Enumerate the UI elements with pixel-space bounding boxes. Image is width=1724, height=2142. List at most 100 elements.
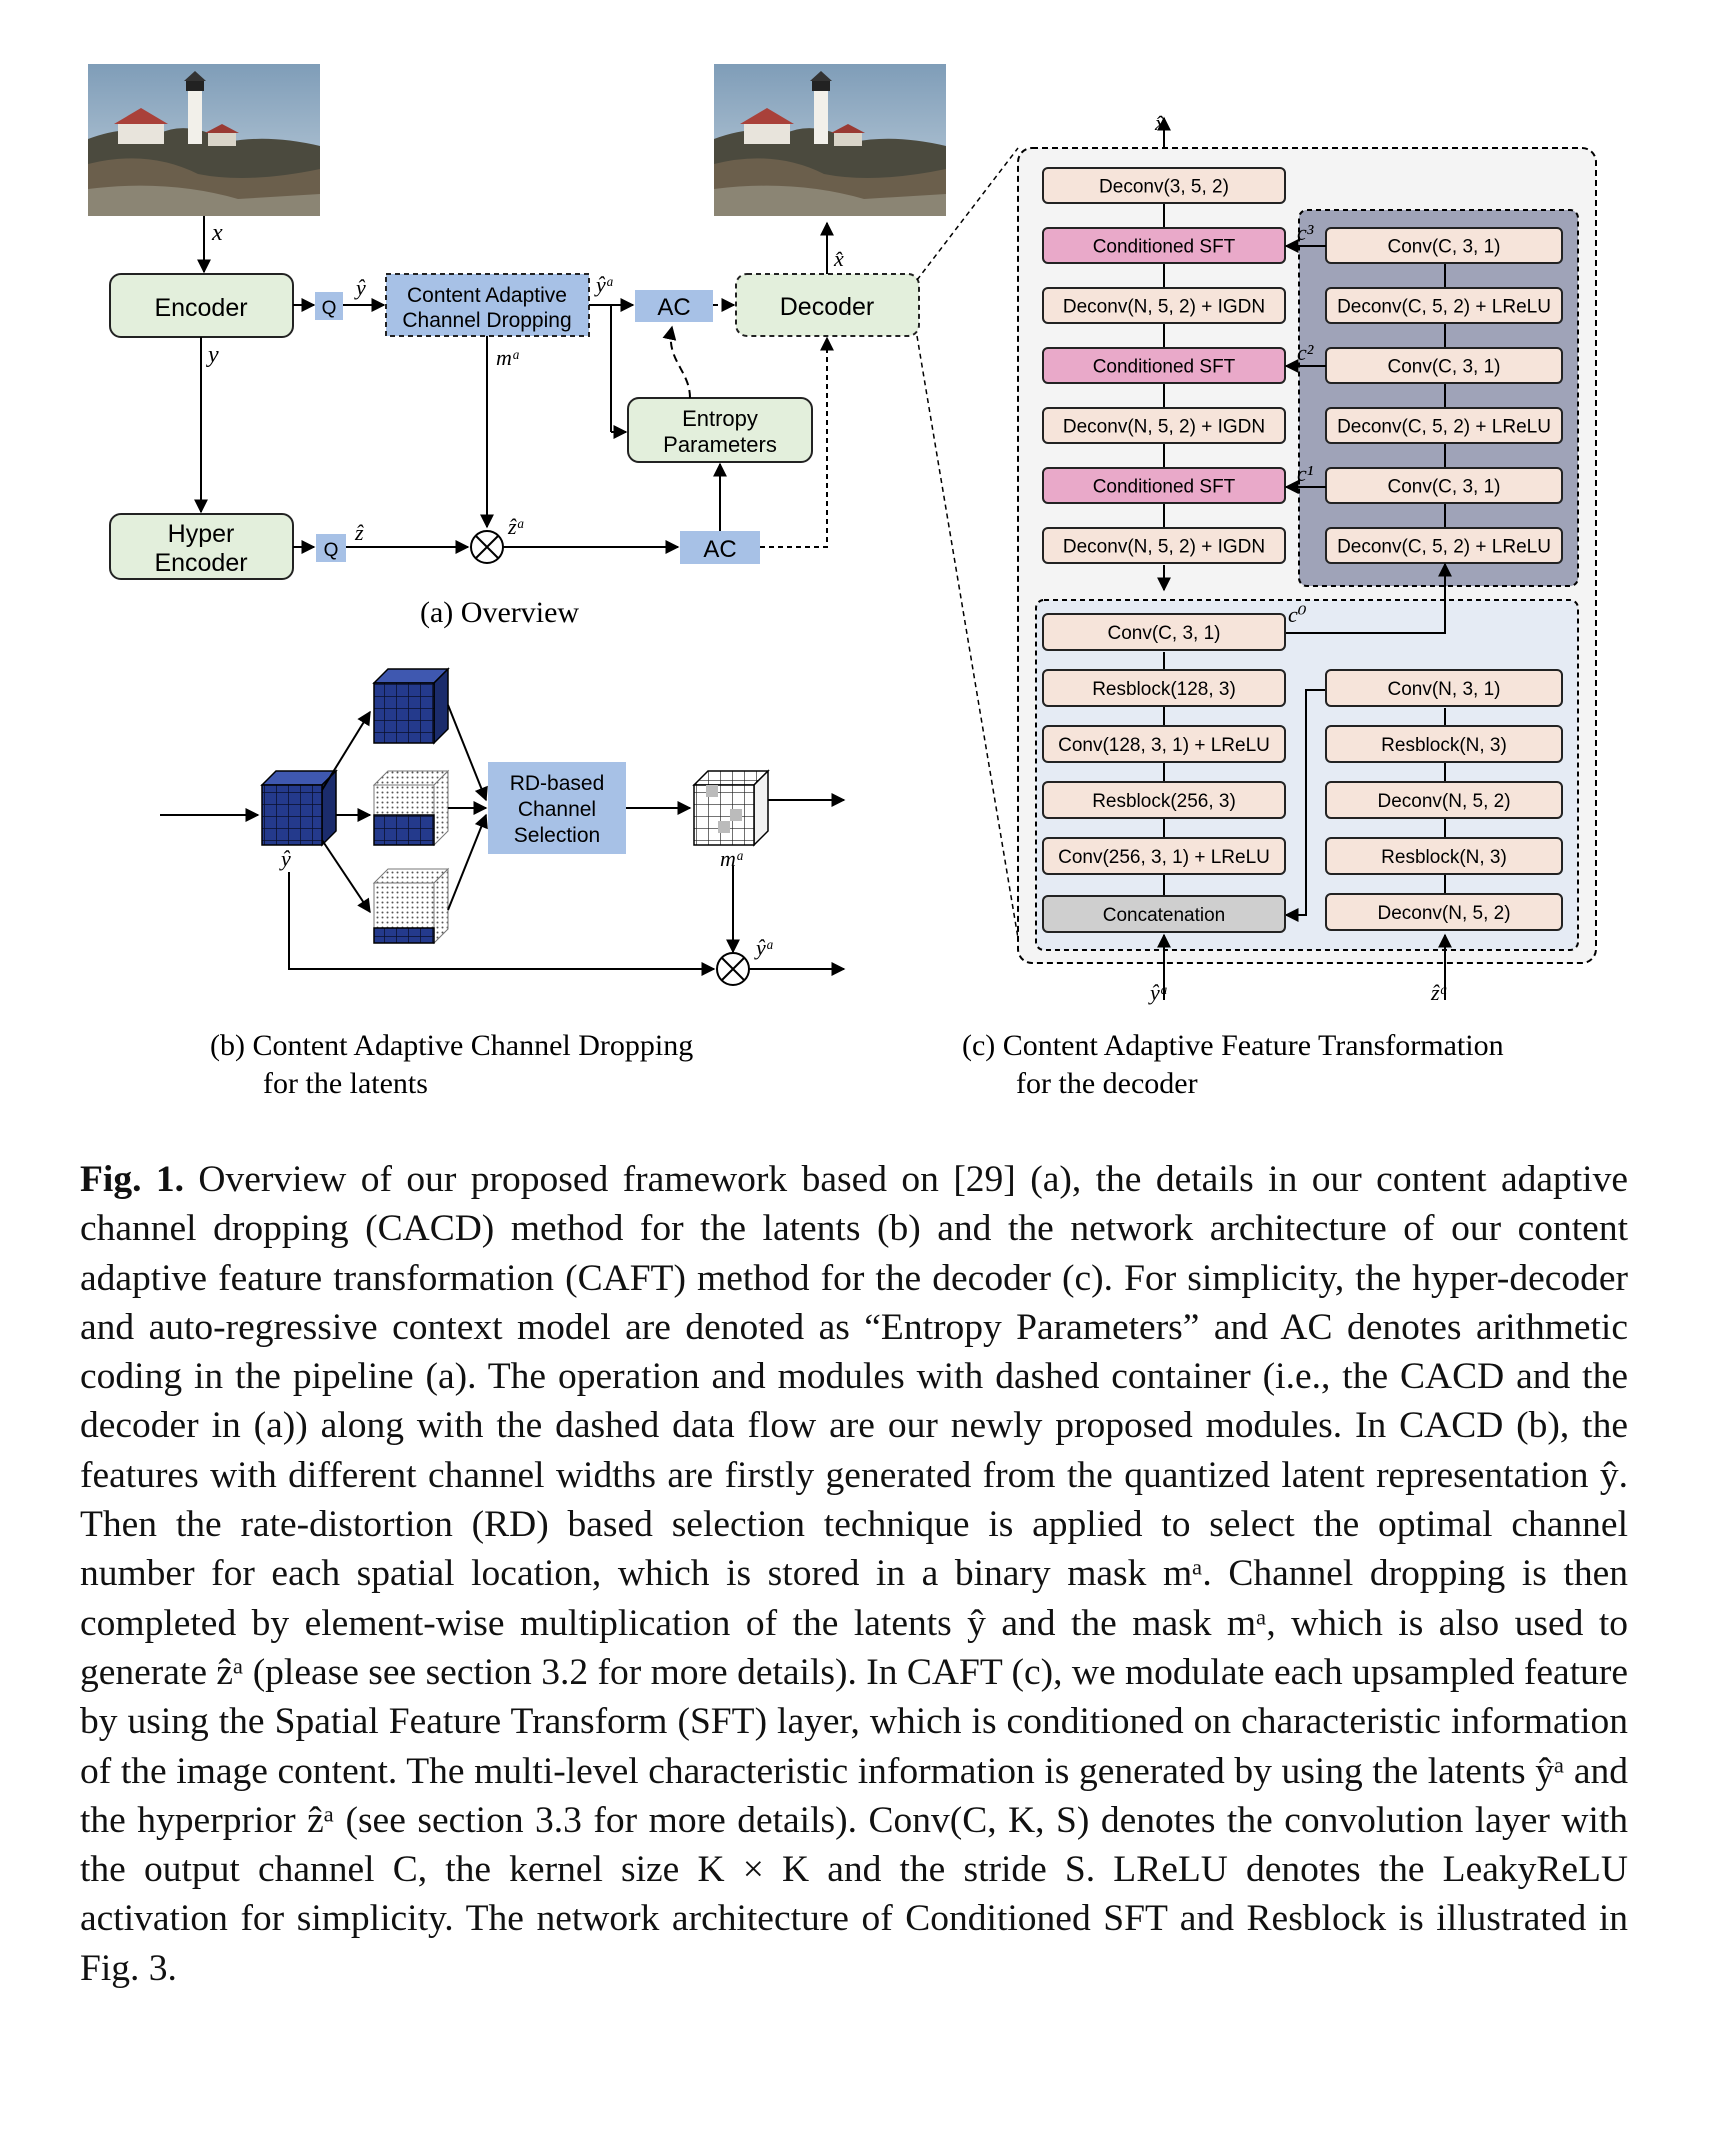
za-branch-layer-1-label: Resblock(N, 3) <box>1381 735 1507 756</box>
caption-label: Fig. 1. <box>80 1159 184 1200</box>
encoder-label: Encoder <box>154 294 247 322</box>
c1-label: c¹ <box>1297 461 1313 486</box>
za-branch-layer-4-label: Deconv(N, 5, 2) <box>1377 903 1510 924</box>
ac-top-block: AC <box>635 290 713 322</box>
sym-zhat-a: ẑ <box>354 520 364 545</box>
caption-text: Overview of our proposed framework based… <box>80 1159 1628 1989</box>
cacd-block: Content Adaptive Channel Dropping <box>385 273 590 337</box>
ac-top-label: AC <box>657 294 690 321</box>
za-branch-layer-3-label: Resblock(N, 3) <box>1381 847 1507 868</box>
latent-cube-half <box>372 769 450 847</box>
latent-cube-full <box>372 667 450 745</box>
ya-branch-layer-5: Concatenation <box>1042 895 1286 933</box>
input-za: ẑᵃ <box>1430 980 1448 1005</box>
rd-selection-block: RD-based Channel Selection <box>488 762 626 854</box>
ya-branch-layer-0-label: Conv(C, 3, 1) <box>1108 623 1221 644</box>
entropy-params-block: Entropy Parameters <box>627 397 813 463</box>
rd-line2: Channel <box>518 798 596 821</box>
sym-xhat-a: x̂ <box>833 246 844 271</box>
sym-ya-a: ŷᵃ <box>594 272 615 297</box>
decoder-layer-5: Conditioned SFT <box>1042 467 1286 504</box>
cacd-line2: Channel Dropping <box>402 309 571 332</box>
decoder-label: Decoder <box>780 293 875 321</box>
decoder-layer-6: Deconv(N, 5, 2) + IGDN <box>1042 527 1286 564</box>
c3-label: c³ <box>1297 220 1314 245</box>
decoder-layer-3-label: Conditioned SFT <box>1093 357 1236 378</box>
ya-branch-layer-1: Resblock(128, 3) <box>1042 669 1286 707</box>
ya-branch-layer-0: Conv(C, 3, 1) <box>1042 613 1286 651</box>
za-branch-layer-4: Deconv(N, 5, 2) <box>1325 893 1563 931</box>
cond-layer-4: Conv(C, 3, 1) <box>1325 467 1563 504</box>
subcaption-b-2: for the latents <box>263 1067 428 1100</box>
input-image <box>88 64 320 216</box>
za-branch-layer-2-label: Deconv(N, 5, 2) <box>1377 791 1510 812</box>
multiply-op-b <box>716 952 750 986</box>
sym-yhat-b: ŷ <box>279 846 291 871</box>
subcaption-b-1: (b) Content Adaptive Channel Dropping <box>210 1029 693 1062</box>
input-ya: ŷᵃ <box>1148 980 1169 1005</box>
sym-ya-b: ŷᵃ <box>754 935 775 960</box>
decoder-block: Decoder <box>735 273 920 337</box>
sym-x: x <box>211 220 223 246</box>
ya-branch-layer-3-label: Resblock(256, 3) <box>1092 791 1236 812</box>
ya-branch-layer-1-label: Resblock(128, 3) <box>1092 679 1236 700</box>
sym-y: y <box>206 342 219 368</box>
cond-layer-3: Deconv(C, 5, 2) + LReLU <box>1325 407 1563 444</box>
za-branch-layer-2: Deconv(N, 5, 2) <box>1325 781 1563 819</box>
quantizer-bottom: Q <box>316 534 346 562</box>
cond-layer-4-label: Conv(C, 3, 1) <box>1388 477 1501 498</box>
za-branch-layer-1: Resblock(N, 3) <box>1325 725 1563 763</box>
ya-branch-layer-5-label: Concatenation <box>1103 905 1226 926</box>
output-image <box>714 64 946 216</box>
subcaption-c-1: (c) Content Adaptive Feature Transformat… <box>962 1029 1504 1062</box>
cond-layer-1-label: Deconv(C, 5, 2) + LReLU <box>1337 297 1551 318</box>
c2-label: c² <box>1297 340 1314 365</box>
decoder-layer-4-label: Deconv(N, 5, 2) + IGDN <box>1063 417 1265 438</box>
subcaption-a: (a) Overview <box>420 596 579 629</box>
za-branch-layer-0: Conv(N, 3, 1) <box>1325 669 1563 707</box>
quantizer-top: Q <box>315 292 343 320</box>
cond-layer-0: Conv(C, 3, 1) <box>1325 227 1563 264</box>
decoder-layer-2-label: Deconv(N, 5, 2) + IGDN <box>1063 297 1265 318</box>
cond-layer-1: Deconv(C, 5, 2) + LReLU <box>1325 287 1563 324</box>
q-label-bottom: Q <box>324 540 339 561</box>
decoder-layer-1-label: Conditioned SFT <box>1093 237 1236 258</box>
subcaption-c-2: for the decoder <box>1016 1067 1198 1100</box>
out-xhat: x̂ <box>1154 110 1165 135</box>
ya-branch-layer-4: Conv(256, 3, 1) + LReLU <box>1042 837 1286 875</box>
ac-bottom-label: AC <box>703 536 736 563</box>
q-label: Q <box>322 298 337 319</box>
ya-branch-layer-4-label: Conv(256, 3, 1) + LReLU <box>1058 847 1270 868</box>
c0-label: c⁰ <box>1288 602 1307 627</box>
rd-line3: Selection <box>514 824 600 847</box>
sym-za-a: ẑᵃ <box>507 514 525 539</box>
cond-layer-5-label: Deconv(C, 5, 2) + LReLU <box>1337 537 1551 558</box>
decoder-layer-6-label: Deconv(N, 5, 2) + IGDN <box>1063 537 1265 558</box>
latent-cube-input <box>260 769 338 847</box>
decoder-layer-0-label: Deconv(3, 5, 2) <box>1099 177 1229 198</box>
cond-layer-2: Conv(C, 3, 1) <box>1325 347 1563 384</box>
cond-layer-2-label: Conv(C, 3, 1) <box>1388 357 1501 378</box>
hyper-line1: Hyper <box>168 520 235 548</box>
cacd-line1: Content Adaptive <box>407 284 567 307</box>
ya-branch-layer-2: Conv(128, 3, 1) + LReLU <box>1042 725 1286 763</box>
figure-caption: Fig. 1. Overview of our proposed framewo… <box>80 1155 1628 1993</box>
rd-line1: RD-based <box>510 772 605 795</box>
cond-layer-5: Deconv(C, 5, 2) + LReLU <box>1325 527 1563 564</box>
decoder-layer-4: Deconv(N, 5, 2) + IGDN <box>1042 407 1286 444</box>
hyper-line2: Encoder <box>154 549 247 577</box>
decoder-layer-3: Conditioned SFT <box>1042 347 1286 384</box>
decoder-layer-0: Deconv(3, 5, 2) <box>1042 167 1286 204</box>
latent-cube-small <box>372 867 450 945</box>
multiply-op-a <box>470 530 504 564</box>
hyper-encoder-block: Hyper Encoder <box>109 513 294 580</box>
figure-diagram: x Encoder Q ŷ Content Adaptive Channel D… <box>88 64 1597 1100</box>
encoder-block: Encoder <box>109 273 294 338</box>
cond-layer-3-label: Deconv(C, 5, 2) + LReLU <box>1337 417 1551 438</box>
cond-layer-0-label: Conv(C, 3, 1) <box>1388 237 1501 258</box>
entropy-line2: Parameters <box>663 432 777 457</box>
entropy-line1: Entropy <box>682 406 758 431</box>
binary-mask-cube <box>692 769 770 847</box>
sym-yhat-a: ŷ <box>354 275 366 300</box>
sym-ma-a: mᵃ <box>496 345 521 370</box>
